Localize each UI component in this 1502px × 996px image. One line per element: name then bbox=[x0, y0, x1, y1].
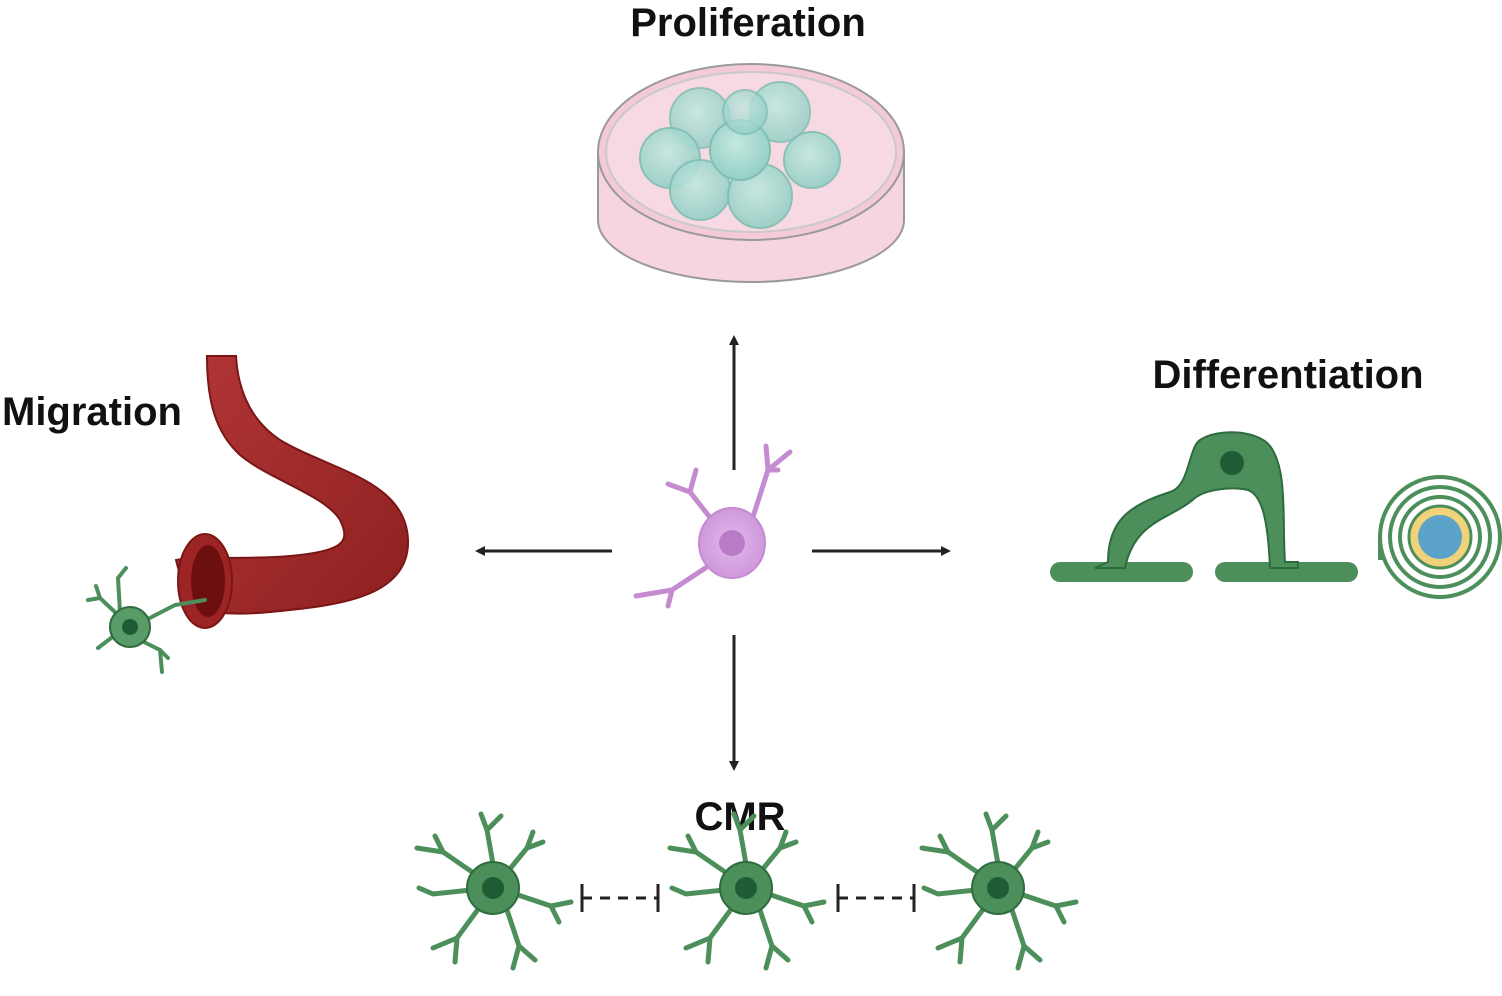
petri-dish-icon bbox=[597, 63, 905, 283]
cmr-cell-2 bbox=[667, 811, 827, 971]
myelin-cross-section-icon bbox=[1378, 475, 1502, 599]
blood-vessel-icon bbox=[174, 355, 410, 629]
migrating-cell-icon bbox=[86, 566, 207, 674]
repulsion-bar-1 bbox=[580, 884, 660, 912]
cmr-cell-1 bbox=[414, 811, 574, 971]
repulsion-bar-2 bbox=[836, 884, 916, 912]
differentiation-label: Differentiation bbox=[1152, 353, 1423, 397]
migration-label: Migration bbox=[2, 390, 182, 434]
cell-mediated-repulsion-icon bbox=[414, 811, 1079, 971]
arrows bbox=[475, 335, 951, 771]
myelinating-oligodendrocyte-icon bbox=[1050, 431, 1358, 582]
cmr-cell-3 bbox=[919, 811, 1079, 971]
opc-cell-icon bbox=[633, 443, 793, 609]
proliferation-label: Proliferation bbox=[630, 1, 866, 45]
